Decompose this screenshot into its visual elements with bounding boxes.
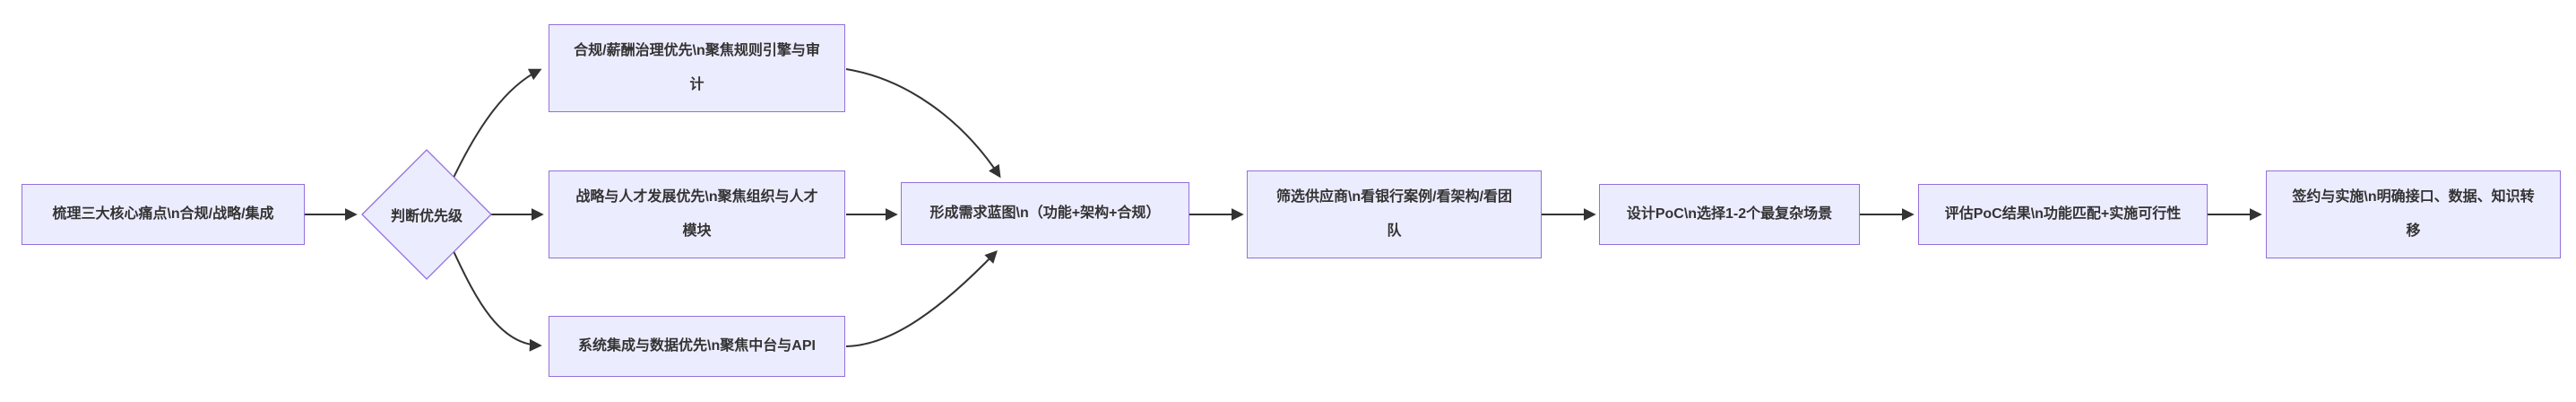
node-label: 合规/薪酬治理优先\n聚焦规则引擎与审计 [574,43,820,92]
node-label: 战略与人才发展优先\n聚焦组织与人才模块 [575,189,818,239]
edge-c3-d [845,249,998,347]
node-label: 梳理三大核心痛点\n合规/战略/集成 [52,206,274,222]
node-branch-compliance: 合规/薪酬治理优先\n聚焦规则引擎与审计 [549,24,845,112]
node-branch-integration: 系统集成与数据优先\n聚焦中台与API [549,316,845,377]
node-label: 设计PoC\n选择1-2个最复杂场景 [1626,206,1833,222]
node-label: 判断优先级 [390,209,462,224]
node-pain-points: 梳理三大核心痛点\n合规/战略/集成 [22,184,305,245]
node-vendor-screening: 筛选供应商\n看银行案例/看架构/看团队 [1247,170,1542,258]
edge-b-c3 [453,250,542,352]
node-branch-strategy-talent: 战略与人才发展优先\n聚焦组织与人才模块 [549,170,845,258]
edge-c1-d [845,68,1001,179]
node-label: 系统集成与数据优先\n聚焦中台与API [578,338,816,354]
node-requirements-blueprint: 形成需求蓝图\n（功能+架构+合规） [901,182,1189,245]
node-poc-evaluation: 评估PoC结果\n功能匹配+实施可行性 [1918,184,2208,245]
node-contract-implementation: 签约与实施\n明确接口、数据、知识转移 [2266,170,2561,258]
node-priority-decision: 判断优先级 [362,150,491,279]
node-label: 评估PoC结果\n功能匹配+实施可行性 [1944,206,2182,222]
node-label: 签约与实施\n明确接口、数据、知识转移 [2292,189,2535,239]
node-poc-design: 设计PoC\n选择1-2个最复杂场景 [1599,184,1860,245]
edge-b-c1 [453,68,542,179]
node-priority-decision-shape [361,149,492,280]
node-label: 形成需求蓝图\n（功能+架构+合规） [929,205,1161,221]
node-label: 筛选供应商\n看银行案例/看架构/看团队 [1275,189,1513,239]
